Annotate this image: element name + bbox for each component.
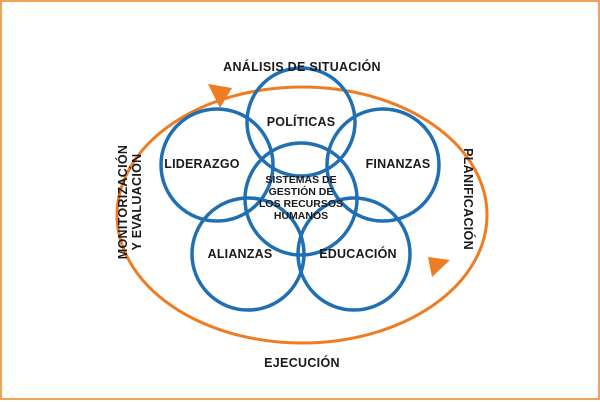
label-analisis-situacion: ANÁLISIS DE SITUACIÓN [223,59,381,74]
node-label-finanzas: FINANZAS [366,157,431,171]
label-ejecucion: EJECUCIÓN [264,355,340,370]
circle-politicas [245,66,357,178]
center-label-line-2: GESTIÓN DE [269,185,334,198]
center-label-line-1: SISTEMAS DE [265,174,336,186]
cycle-arrowhead-top-icon [208,84,232,108]
label-evaluacion: Y EVALUACIÓN [129,154,144,251]
center-label-line-3: LOS RECURSOS [259,198,343,210]
label-monitorizacion: MONITORIZACIÓN [115,145,130,259]
circle-liderazgo [159,107,275,223]
node-label-alianzas: ALIANZAS [208,247,273,261]
center-label-line-4: HUMANOS [274,210,328,222]
label-planificacion: PLANIFICACIÓN [461,148,476,250]
cycle-ellipse [115,85,489,345]
node-label-politicas: POLÍTICAS [267,114,335,129]
node-label-liderazgo: LIDERAZGO [164,157,239,171]
circle-finanzas [325,107,441,223]
cycle-arrowhead-right-icon [428,257,450,277]
circle-center [243,141,359,257]
node-label-educacion: EDUCACIÓN [319,246,397,261]
